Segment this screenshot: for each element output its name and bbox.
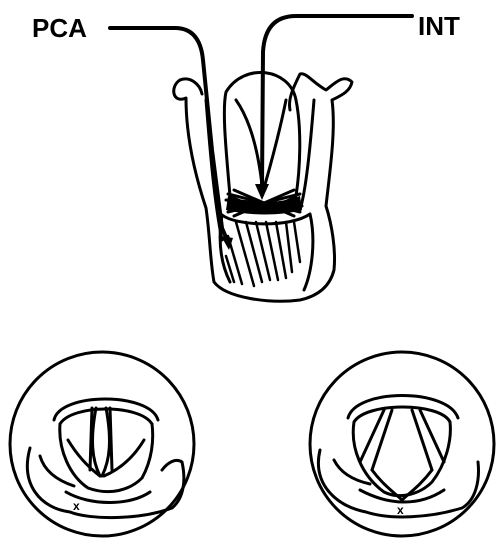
marker-x-right: x	[397, 503, 404, 517]
glottis-view-left	[10, 352, 194, 536]
label-pca: PCA	[32, 13, 87, 43]
marker-x-left: x	[73, 499, 80, 513]
label-int: INT	[418, 11, 460, 41]
pca-muscle-hatching	[226, 222, 300, 286]
